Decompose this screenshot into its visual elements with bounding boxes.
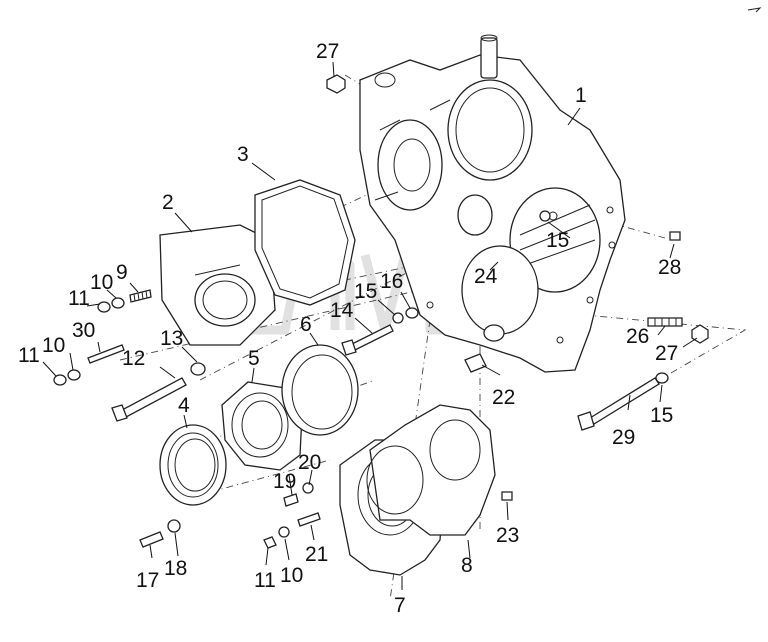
- callout-19: 19: [273, 470, 296, 493]
- callout-28: 28: [658, 256, 681, 279]
- callout-11c: 11: [254, 569, 276, 592]
- part-1-gear-housing: [359, 34, 626, 373]
- hardware: [53, 74, 709, 549]
- callout-11a: 11: [68, 287, 90, 310]
- callout-7: 7: [394, 594, 406, 617]
- part-4-oil-seal: [159, 424, 227, 506]
- part-8-front-plate: [366, 404, 496, 536]
- callout-11b: 11: [18, 344, 40, 367]
- callout-27a: 27: [316, 40, 339, 63]
- callout-10a: 10: [90, 271, 113, 294]
- callout-10c: 10: [280, 564, 303, 587]
- callout-14: 14: [330, 299, 354, 322]
- callout-22: 22: [492, 386, 515, 409]
- callout-9: 9: [116, 261, 128, 284]
- part-3-gasket: [254, 179, 356, 306]
- callout-13: 13: [160, 327, 183, 350]
- callout-8: 8: [461, 554, 473, 577]
- part-6-ring-gasket: [281, 344, 359, 436]
- callout-labels: 1 2 3 4 5 6 7 8 9 10 10 10 11 11 11 12 1…: [18, 40, 681, 617]
- callout-17: 17: [136, 569, 159, 592]
- callout-15b: 15: [354, 280, 377, 303]
- callout-12: 12: [122, 347, 145, 370]
- callout-21: 21: [305, 543, 328, 566]
- callout-2: 2: [162, 191, 174, 214]
- callout-10b: 10: [42, 334, 65, 357]
- callout-16: 16: [380, 270, 403, 293]
- leader-lines: [42, 61, 698, 590]
- callout-23: 23: [496, 524, 519, 547]
- callout-29: 29: [612, 426, 635, 449]
- callout-30: 30: [72, 319, 95, 342]
- callout-5: 5: [248, 347, 260, 370]
- callout-3: 3: [237, 143, 249, 166]
- callout-15c: 15: [650, 404, 673, 427]
- part-2-cover-plate: [159, 224, 276, 346]
- callout-26: 26: [626, 325, 649, 348]
- part-5-seal-housing: [221, 381, 303, 471]
- callout-20: 20: [298, 451, 321, 474]
- callout-27b: 27: [655, 342, 678, 365]
- callout-4: 4: [178, 394, 190, 417]
- corner-mark: [747, 7, 762, 13]
- callout-1: 1: [575, 84, 587, 107]
- callout-15a: 15: [546, 229, 569, 252]
- callout-6: 6: [300, 313, 312, 336]
- callout-24: 24: [474, 265, 498, 288]
- callout-18: 18: [164, 557, 187, 580]
